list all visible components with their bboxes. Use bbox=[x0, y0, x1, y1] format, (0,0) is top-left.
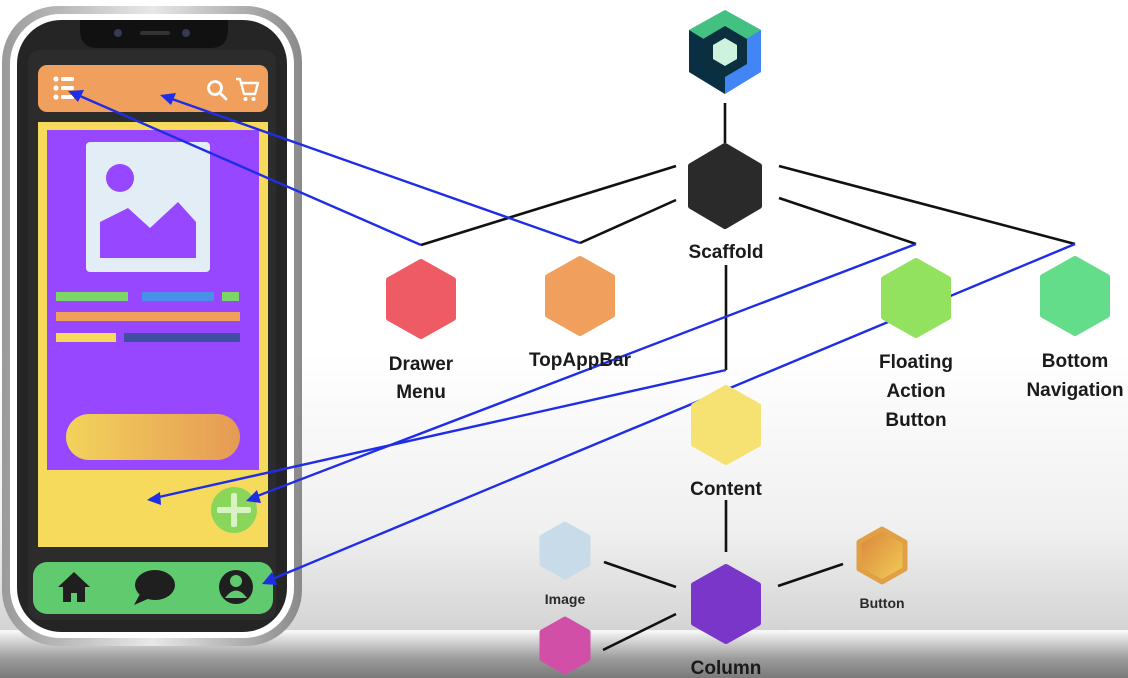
drawer-menu-node: Drawer Menu bbox=[386, 259, 456, 403]
cart-icon[interactable] bbox=[236, 77, 260, 101]
edge-scaffold-bottomnav bbox=[778, 164, 1076, 246]
drawer-menu-label-line1: Drawer bbox=[389, 354, 454, 375]
phone-fab[interactable] bbox=[211, 487, 257, 533]
bottom-navigation-label-line1: Bottom bbox=[1042, 351, 1108, 372]
home-icon[interactable] bbox=[58, 572, 90, 602]
arrowhead-fab bbox=[246, 490, 261, 503]
edge-column-button bbox=[777, 562, 844, 588]
content-label: Content bbox=[690, 479, 762, 500]
scaffold-node: Scaffold bbox=[688, 143, 764, 263]
plus-icon bbox=[217, 493, 251, 527]
fab-label-line3: Button bbox=[885, 410, 946, 431]
arrow-fab-to-fab bbox=[251, 242, 917, 500]
scaffold-label: Scaffold bbox=[689, 242, 764, 263]
column-label: Column bbox=[691, 658, 762, 678]
chat-icon[interactable] bbox=[134, 570, 175, 605]
phone-mockup bbox=[2, 6, 302, 646]
sensor-dot bbox=[182, 29, 190, 37]
fab-node: Floating Action Button bbox=[879, 258, 953, 431]
button-node: Button bbox=[856, 526, 908, 611]
image-label: Image bbox=[545, 591, 586, 607]
edge-column-extra bbox=[602, 612, 677, 652]
phone-button[interactable] bbox=[66, 414, 240, 460]
image-placeholder-icon bbox=[86, 142, 210, 272]
topappbar-node: TopAppBar bbox=[529, 256, 632, 371]
arrowhead-content bbox=[147, 492, 161, 505]
search-icon[interactable] bbox=[207, 80, 228, 101]
shade-line bbox=[0, 630, 790, 632]
extra-child-node bbox=[539, 616, 591, 675]
camera-dot bbox=[114, 29, 122, 37]
content-node: Content bbox=[690, 385, 763, 500]
drawer-menu-label-line2: Menu bbox=[396, 382, 446, 403]
fab-label-line2: Action bbox=[886, 381, 945, 402]
bottom-navigation-node: Bottom Navigation bbox=[1026, 256, 1124, 401]
arrow-content-to-area bbox=[149, 368, 727, 501]
edge-scaffold-drawer bbox=[420, 164, 677, 247]
arrowhead-bottomnav bbox=[262, 572, 277, 585]
column-node: Column bbox=[691, 564, 762, 678]
phone-top-app-bar[interactable] bbox=[38, 65, 268, 112]
speaker-grille bbox=[140, 31, 170, 35]
text-lines-placeholder bbox=[56, 292, 240, 342]
jetpack-compose-logo bbox=[689, 10, 761, 94]
button-label: Button bbox=[859, 595, 904, 611]
fab-label-line1: Floating bbox=[879, 352, 953, 373]
edge-scaffold-fab bbox=[778, 196, 917, 246]
arrowhead-list bbox=[68, 90, 84, 102]
topappbar-label: TopAppBar bbox=[529, 350, 632, 371]
image-node: Image bbox=[539, 521, 591, 607]
edge-scaffold-topappbar bbox=[579, 198, 677, 245]
arrow-topappbar-to-bar bbox=[171, 97, 581, 245]
arrow-drawer-to-list bbox=[79, 94, 422, 247]
profile-icon[interactable] bbox=[219, 570, 253, 604]
list-icon[interactable] bbox=[53, 76, 74, 100]
bottom-navigation-label-line2: Navigation bbox=[1026, 380, 1123, 401]
edge-column-image bbox=[603, 560, 677, 589]
arrowhead-topbar bbox=[160, 93, 176, 105]
arrowheads bbox=[68, 90, 277, 585]
